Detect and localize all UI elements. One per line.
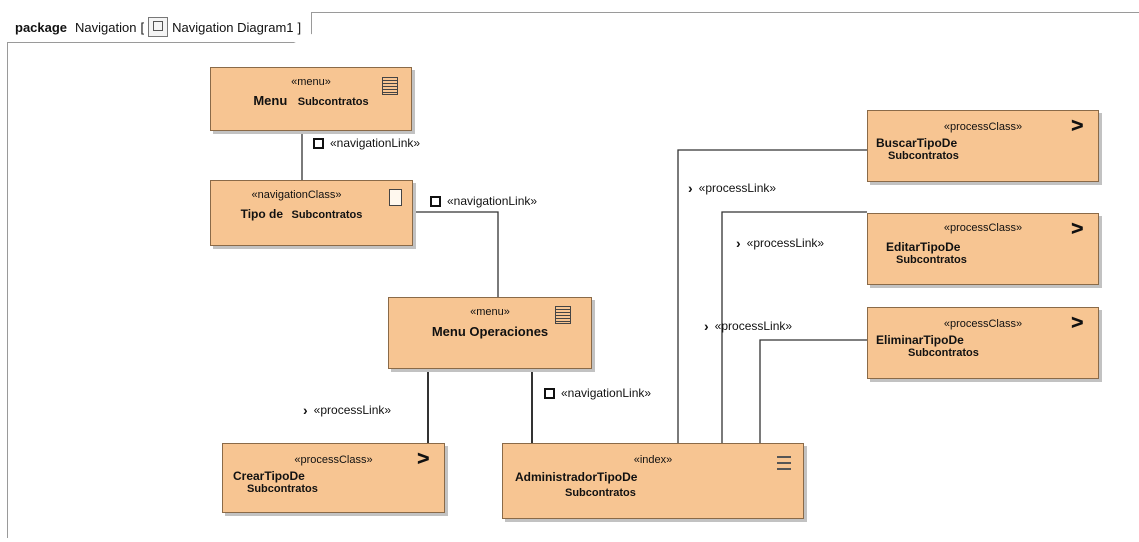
link-label: «navigationLink» — [561, 386, 652, 400]
index-icon — [777, 456, 791, 470]
diagram-name: Navigation Diagram1 — [172, 19, 294, 35]
node-stereotype: «processClass» — [943, 318, 1023, 330]
process-icon: ᐳ — [1070, 221, 1084, 238]
node-name: AdministradorTipoDe — [515, 470, 638, 484]
navigation-link-icon — [430, 195, 441, 207]
node-stereotype: «menu» — [470, 306, 510, 318]
node-name: Menu Operaciones — [431, 324, 549, 339]
node-name: Tipo de — [240, 207, 284, 221]
node-name-suffix: Subcontratos — [888, 150, 959, 162]
node-administrador-tipo-de[interactable]: «index» AdministradorTipoDe Subcontratos — [502, 443, 804, 519]
node-name: BuscarTipoDe — [876, 136, 958, 150]
node-stereotype: «processClass» — [943, 222, 1023, 234]
node-name-suffix: Subcontratos — [896, 254, 967, 266]
node-name-suffix: Subcontratos — [565, 487, 636, 499]
process-link-label-buscar[interactable]: › «processLink» — [688, 180, 776, 196]
process-link-arrow-icon: › — [303, 402, 308, 418]
navigation-link-label-tipo-menuop[interactable]: «navigationLink» — [430, 194, 537, 208]
node-stereotype: «processClass» — [943, 121, 1023, 133]
process-icon: ᐳ — [1070, 118, 1084, 135]
process-icon: ᐳ — [1070, 315, 1084, 332]
link-label: «processLink» — [313, 403, 392, 417]
package-frame — [7, 12, 1139, 538]
node-crear-tipo-de[interactable]: «processClass» CrearTipoDe Subcontratos … — [222, 443, 445, 513]
node-name: Menu — [253, 93, 288, 108]
package-keyword: package — [15, 19, 68, 35]
close-bracket: ] — [297, 19, 302, 35]
node-stereotype: «navigationClass» — [251, 189, 342, 201]
package-name: Navigation — [75, 19, 137, 35]
link-admin-eliminar[interactable] — [759, 339, 867, 443]
node-name: CrearTipoDe — [233, 469, 305, 483]
node-name-suffix: Subcontratos — [291, 209, 363, 221]
node-title-line: Menu Subcontratos — [211, 92, 411, 110]
navigation-link-icon — [544, 387, 555, 399]
link-label: «processLink» — [714, 319, 793, 333]
node-menu-subcontratos[interactable]: «menu» Menu Subcontratos — [210, 67, 412, 131]
node-name-suffix: Subcontratos — [247, 483, 318, 495]
process-icon: ᐳ — [416, 451, 430, 468]
diagram-icon — [148, 17, 169, 37]
node-eliminar-tipo-de[interactable]: «processClass» EliminarTipoDe Subcontrat… — [867, 307, 1099, 379]
menu-icon — [382, 77, 398, 95]
navigation-link-label-menuop-admin[interactable]: «navigationLink» — [544, 386, 651, 400]
node-stereotype: «processClass» — [294, 454, 373, 466]
process-link-arrow-icon: › — [736, 235, 741, 251]
process-link-arrow-icon: › — [704, 318, 709, 334]
node-title-line: Tipo de Subcontratos — [211, 205, 392, 223]
process-link-label-crear[interactable]: › «processLink» — [303, 402, 391, 418]
process-link-label-editar[interactable]: › «processLink» — [736, 235, 824, 251]
link-label: «navigationLink» — [447, 194, 538, 208]
node-name: EliminarTipoDe — [876, 333, 964, 347]
node-editar-tipo-de[interactable]: «processClass» EditarTipoDe Subcontratos… — [867, 213, 1099, 285]
node-stereotype: «index» — [633, 454, 673, 466]
link-label: «processLink» — [698, 181, 777, 195]
link-label: «navigationLink» — [330, 136, 421, 150]
navigation-link-icon — [313, 137, 324, 149]
link-admin-buscar[interactable] — [677, 149, 867, 443]
link-label: «processLink» — [746, 236, 825, 250]
class-icon — [389, 189, 402, 206]
navigation-link-label-menu-tipo[interactable]: «navigationLink» — [313, 136, 420, 150]
node-menu-operaciones[interactable]: «menu» Menu Operaciones — [388, 297, 592, 369]
node-buscar-tipo-de[interactable]: «processClass» BuscarTipoDe Subcontratos… — [867, 110, 1099, 182]
node-name-suffix: Subcontratos — [297, 96, 369, 108]
process-link-label-eliminar[interactable]: › «processLink» — [704, 318, 792, 334]
link-admin-editar[interactable] — [721, 211, 867, 443]
package-frame-tab[interactable]: package Navigation [ Navigation Diagram1… — [7, 12, 313, 43]
node-name: EditarTipoDe — [886, 240, 961, 254]
process-link-arrow-icon: › — [688, 180, 693, 196]
menu-icon — [555, 306, 571, 324]
open-bracket: [ — [140, 19, 145, 35]
link-tipo-menuop[interactable] — [413, 211, 499, 297]
node-tipo-de-subcontratos[interactable]: «navigationClass» Tipo de Subcontratos — [210, 180, 413, 246]
node-name-suffix: Subcontratos — [908, 347, 979, 359]
node-stereotype: «menu» — [291, 76, 331, 88]
